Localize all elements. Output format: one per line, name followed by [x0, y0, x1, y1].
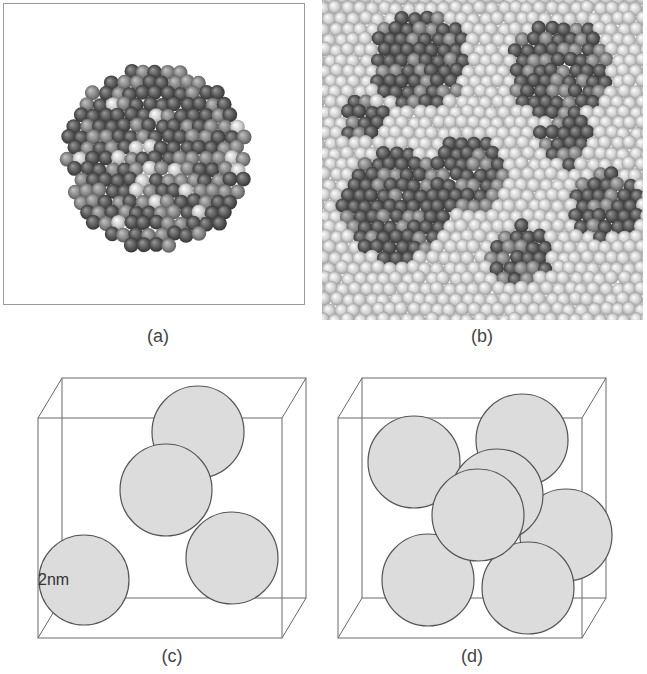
atom	[161, 238, 176, 253]
atom	[328, 314, 342, 320]
nanoparticle	[432, 469, 524, 561]
nanoparticle	[120, 444, 212, 536]
atom	[460, 314, 474, 320]
panel-label: (d)	[461, 646, 483, 668]
atom	[437, 314, 451, 320]
panel-label: (b)	[471, 326, 493, 348]
atom	[86, 215, 101, 230]
atom	[544, 312, 558, 320]
atom	[473, 312, 487, 320]
atom	[508, 312, 522, 320]
atom	[425, 312, 439, 320]
size-label: 2nm	[38, 571, 69, 589]
atom	[520, 313, 534, 320]
nanoparticle-group	[120, 386, 278, 604]
atom	[616, 314, 630, 320]
atom	[580, 312, 594, 320]
atom	[412, 314, 426, 320]
particle-circle: 2nm	[38, 534, 130, 626]
atom	[622, 156, 636, 170]
panel-frame	[4, 4, 305, 305]
atom	[212, 216, 227, 231]
atom	[593, 314, 607, 320]
atom	[388, 314, 402, 320]
atom	[635, 73, 643, 87]
atom	[640, 312, 643, 320]
cube-wireframe	[38, 378, 306, 638]
spherical-cluster	[60, 64, 252, 253]
nanoparticle-group	[368, 394, 612, 634]
atom	[124, 238, 139, 253]
panel-label: (c)	[162, 646, 183, 668]
bulk-block	[322, 0, 643, 320]
atom	[223, 172, 238, 187]
atom	[179, 228, 194, 243]
atom	[111, 150, 126, 165]
atom	[635, 115, 643, 129]
atom	[191, 226, 206, 241]
atom	[340, 312, 354, 320]
atom	[322, 166, 331, 180]
nanoparticle	[39, 535, 129, 625]
atom	[485, 314, 499, 320]
panel-label: (a)	[147, 326, 169, 348]
nanoparticle	[186, 512, 278, 604]
atom	[236, 172, 251, 187]
